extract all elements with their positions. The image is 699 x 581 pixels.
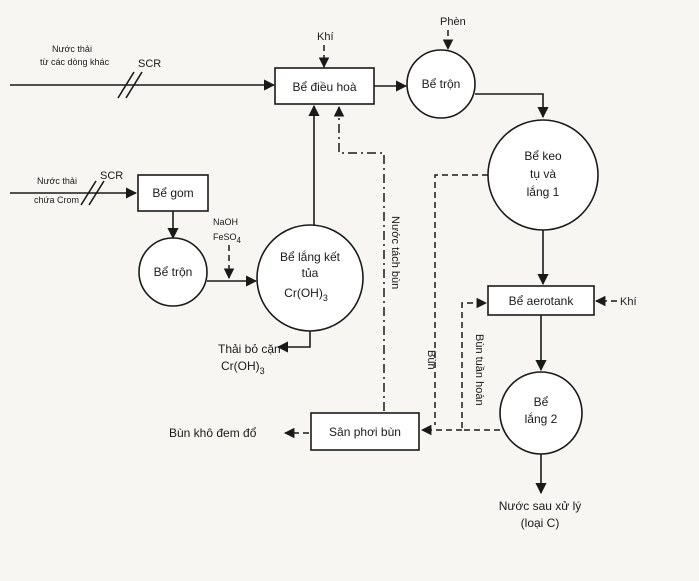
label-bun-kho: Bùn khô đem đổ [169,426,257,440]
label-khi-right: Khí [620,296,637,308]
screen-mark-2b [88,180,105,206]
label-nuoc-tach-bun: Nước tách bùn [389,216,401,289]
dashdot-supernatant-return [333,105,385,411]
arrow-mixing-to-coagulation [475,93,549,119]
be-tron-left-label: Bể trộn [154,265,193,279]
label-naoh: NaOH [213,217,238,227]
label-thai-bo-can-1: Thải bỏ cặn [218,342,281,356]
label-other-wastewater-2: từ các dòng khác [40,57,110,67]
label-bun: Bùn [425,350,437,370]
screen-mark-1a [117,71,135,99]
san-phoi-bun-box [310,412,420,451]
be-gom-label: Bể gom [152,186,193,200]
be-tron-top-label: Bể trộn [422,77,461,91]
be-tron-top-circle [406,49,476,119]
label-chromium-wastewater-2: chứa Crom [34,195,79,205]
be-lang-ket-line-3: Cr(OH)3 [284,286,328,303]
label-khi-top: Khí [317,31,334,43]
be-dieu-hoa-box [274,67,375,105]
be-keo-line-1: Bể keo [524,149,562,163]
dashed-sludge-from-settling-1 [434,174,488,425]
label-nuoc-sau-xu-ly-1: Nước sau xử lý [499,499,582,513]
be-tron-left-circle [138,237,208,307]
label-thai-bo-can-2: Cr(OH)3 [221,359,265,376]
be-dieu-hoa-label: Bể điều hoà [292,80,356,94]
dashed-return-sludge [461,297,500,431]
be-aerotank-label: Bể aerotank [509,294,575,308]
be-keo-line-3: lắng 1 [527,184,560,199]
label-phen: Phèn [440,16,466,28]
label-scr-2: SCR [100,170,123,182]
be-lang-2-line-2: lắng 2 [525,411,558,426]
be-lang-ket-line-2: tủa [302,266,319,280]
label-bun-tuan-hoan: Bùn tuần hoàn [473,334,485,406]
label-other-wastewater-1: Nước thải [52,44,92,54]
label-chromium-wastewater-1: Nước thải [37,176,77,186]
label-nuoc-sau-xu-ly-2: (loại C) [521,516,560,530]
be-lang-ket-line-1: Bể lắng kết [280,249,341,264]
label-scr-1: SCR [138,58,161,70]
be-lang-2-line-1: Bể [534,395,549,409]
be-keo-line-2: tụ và [530,167,556,181]
screen-mark-1b [125,71,143,99]
be-gom-box [137,174,209,212]
arrow-sludge-discharge [276,331,311,353]
screen-mark-2a [80,180,97,206]
label-feso4: FeSO4 [213,232,242,245]
san-phoi-bun-label: Sân phơi bùn [329,425,401,439]
